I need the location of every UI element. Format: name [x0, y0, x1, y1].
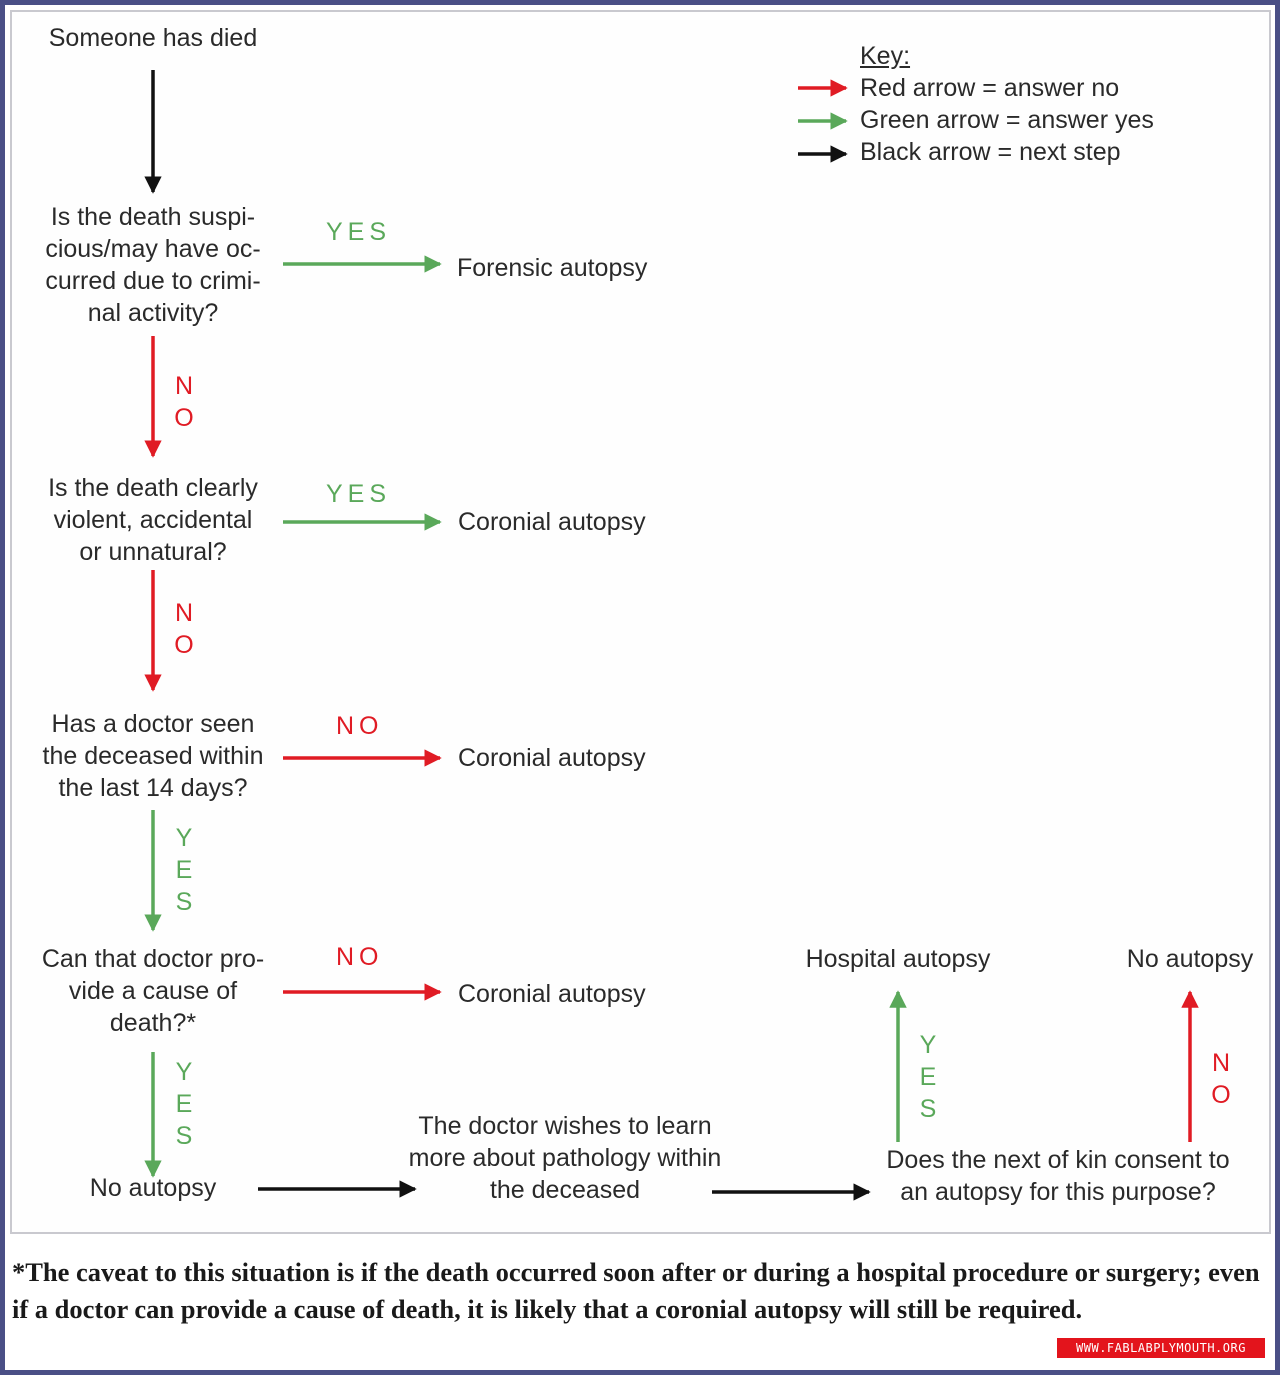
flowchart-panel — [10, 10, 1271, 1234]
node-coronial-autopsy-2: Coronial autopsy — [458, 744, 646, 772]
node-coronial-autopsy-3: Coronial autopsy — [458, 980, 646, 1008]
watermark-link[interactable]: WWW.FABLABPLYMOUTH.ORG — [1057, 1338, 1265, 1358]
label-no-cause: NO — [336, 943, 384, 971]
label-yes-cause: YES — [175, 1058, 193, 1150]
node-question-cause: Can that doctor pro- vide a cause of dea… — [41, 945, 265, 1037]
node-start: Someone has died — [48, 24, 258, 52]
node-question-suspicious: Is the death suspi- cious/may have oc- c… — [45, 203, 261, 327]
node-question-violent: Is the death clearly violent, accidental… — [48, 474, 258, 566]
node-forensic-autopsy: Forensic autopsy — [457, 254, 648, 282]
node-no-autopsy-left: No autopsy — [89, 1174, 217, 1202]
footnote: *The caveat to this situation is if the … — [12, 1257, 1260, 1324]
node-coronial-autopsy-1: Coronial autopsy — [458, 508, 646, 536]
label-no-violent: NO — [174, 599, 194, 659]
key-green-label: Green arrow = answer yes — [860, 106, 1154, 134]
label-no-doctor-seen: NO — [336, 712, 384, 740]
key-red-label: Red arrow = answer no — [860, 74, 1120, 102]
node-question-doctor-seen: Has a doctor seen the deceased within th… — [42, 710, 264, 802]
label-yes-violent: YES — [326, 480, 392, 508]
label-yes-consent: YES — [919, 1031, 937, 1123]
key-title: Key: — [860, 42, 911, 70]
node-hospital-autopsy: Hospital autopsy — [805, 945, 991, 973]
label-yes-suspicious: YES — [326, 218, 392, 246]
node-learn-more: The doctor wishes to learn more about pa… — [408, 1112, 722, 1204]
label-yes-doctor-seen: YES — [175, 824, 193, 916]
label-no-suspicious: NO — [174, 372, 194, 432]
node-question-consent: Does the next of kin consent to an autop… — [886, 1146, 1230, 1206]
label-no-consent: NO — [1211, 1049, 1231, 1109]
node-no-autopsy-right: No autopsy — [1126, 945, 1254, 973]
key-black-label: Black arrow = next step — [860, 138, 1121, 166]
